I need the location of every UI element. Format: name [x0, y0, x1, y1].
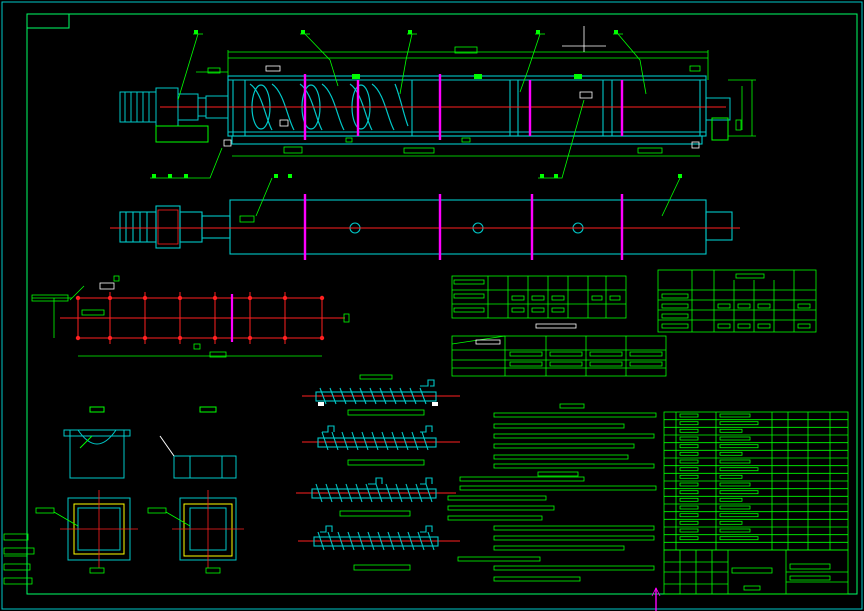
bom-cell-text	[679, 520, 699, 525]
bom-cell-text	[719, 482, 751, 487]
bom-cell-text	[719, 451, 743, 456]
bom-cell-text	[679, 490, 699, 495]
bom-cell-text	[719, 513, 759, 518]
flange-details	[35, 490, 244, 574]
bom-cell-text	[679, 444, 699, 449]
part-balloons-front	[152, 30, 618, 178]
bom-cell-text	[679, 451, 699, 456]
screw-details	[296, 374, 460, 571]
front-elevation-view	[119, 26, 756, 179]
bom-cell-text	[719, 474, 743, 479]
bom-cell-text	[679, 536, 699, 541]
hanger-details	[63, 406, 237, 479]
parameter-table-1	[451, 275, 627, 329]
parameter-table-3	[451, 335, 667, 377]
bom-cell-text	[679, 436, 699, 441]
bom-cell-text	[719, 444, 759, 449]
revision-blocks	[3, 533, 35, 585]
title-block	[651, 549, 849, 611]
bom-cell-text	[719, 490, 759, 495]
bom-cell-text	[679, 413, 699, 418]
support-frame-plan	[31, 275, 350, 358]
technical-notes	[447, 403, 657, 582]
bom-cell-text	[679, 467, 699, 472]
bom-cell-text	[719, 528, 751, 533]
bom-cell-text	[679, 497, 699, 502]
bom-cell-text	[719, 436, 751, 441]
bom-cell-text	[719, 520, 743, 525]
bom-cell-text	[719, 505, 751, 510]
bom-cell-text	[719, 413, 751, 418]
bom-cell-text	[679, 421, 699, 426]
bom-cell-text	[719, 428, 743, 433]
bom-cell-text	[679, 482, 699, 487]
bom-cell-text	[679, 474, 699, 479]
bom-cell-text	[679, 528, 699, 533]
bom-cell-text	[719, 497, 743, 502]
bom-cell-text	[679, 459, 699, 464]
top-plan-view	[110, 174, 740, 260]
bom-cell-text	[679, 513, 699, 518]
bom-cell-text	[679, 505, 699, 510]
bom-cell-text	[719, 467, 759, 472]
bom-cell-text	[679, 428, 699, 433]
bill-of-materials	[663, 411, 849, 551]
bom-cell-text	[719, 459, 751, 464]
bom-cell-text	[719, 421, 759, 426]
bom-cell-text	[719, 536, 759, 541]
parameter-table-2	[657, 269, 817, 333]
